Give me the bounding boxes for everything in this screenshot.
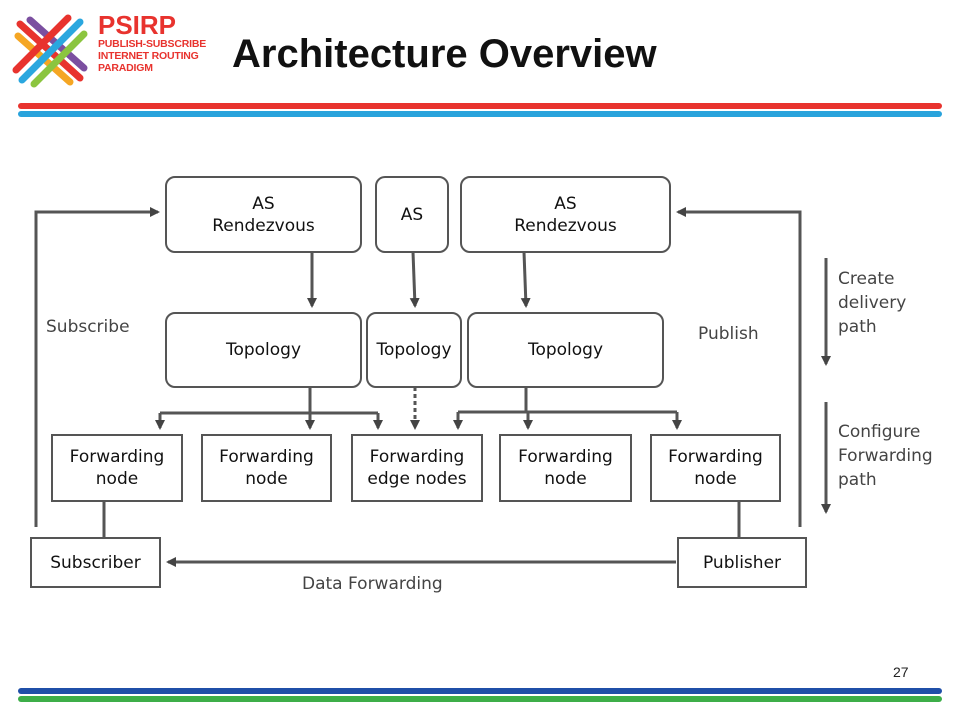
bottom-stripe-blue [18,688,942,694]
bottom-stripe-green [18,696,942,702]
forwarding-node-2: Forwarding node [201,434,332,502]
forwarding-edge-line1: Forwarding [369,447,465,467]
forwarding-node-2-line1: Forwarding [219,447,314,467]
forwarding-edge-line2: edge nodes [367,469,467,489]
configure-forwarding-path-label: Configure Forwarding path [838,420,933,492]
logo-line-1: PUBLISH-SUBSCRIBE [98,38,207,50]
as-middle-label: AS [400,204,424,225]
create-delivery-path-label: Create delivery path [838,267,906,339]
as-rendezvous-left: AS Rendezvous [165,176,362,253]
create-path-line2: delivery [838,293,907,313]
subscribe-label: Subscribe [46,317,130,337]
topology-right-label: Topology [527,340,604,360]
publisher-label: Publisher [702,552,782,573]
create-path-line3: path [838,317,877,337]
forwarding-node-1-line1: Forwarding [69,447,165,467]
subscriber-box: Subscriber [30,537,161,588]
psirp-logo-icon [12,14,88,88]
topology-middle: Topology [366,312,462,388]
topology-left: Topology [165,312,362,388]
as-rendezvous-left-line2: Rendezvous [212,215,315,236]
forwarding-node-4-line2: node [544,469,587,489]
topology-left-label: Topology [225,340,302,360]
data-forwarding-label: Data Forwarding [302,574,443,594]
top-stripe-red [18,103,942,109]
logo-text: PSIRP PUBLISH-SUBSCRIBE INTERNET ROUTING… [98,12,238,74]
page-number: 27 [893,664,909,680]
logo-name: PSIRP [98,10,177,40]
logo-line-3: PARADIGM [98,62,153,74]
publisher-box: Publisher [677,537,807,588]
configure-path-line1: Configure [838,422,921,442]
as-rendezvous-right: AS Rendezvous [460,176,671,253]
top-stripe-blue [18,111,942,117]
as-rendezvous-right-line1: AS [554,193,577,214]
subscriber-label: Subscriber [50,552,141,573]
logo-line-2: INTERNET ROUTING [98,50,199,62]
forwarding-node-5: Forwarding node [650,434,781,502]
publish-label: Publish [698,324,759,344]
forwarding-node-4: Forwarding node [499,434,632,502]
as-middle: AS [375,176,449,253]
as-rendezvous-right-line2: Rendezvous [514,215,617,236]
topology-middle-label: Topology [376,340,452,360]
forwarding-node-5-line2: node [694,469,737,489]
create-path-line1: Create [838,269,895,289]
forwarding-node-1-line2: node [95,469,139,489]
forwarding-node-2-line2: node [245,469,288,489]
configure-path-line2: Forwarding [838,446,933,466]
slide-title: Architecture Overview [232,32,657,76]
forwarding-node-4-line1: Forwarding [518,447,613,467]
topology-right: Topology [467,312,664,388]
forwarding-node-5-line1: Forwarding [668,447,763,467]
forwarding-edge-nodes: Forwarding edge nodes [351,434,483,502]
forwarding-node-1: Forwarding node [51,434,183,502]
configure-path-line3: path [838,470,877,490]
as-rendezvous-left-line1: AS [252,193,275,214]
